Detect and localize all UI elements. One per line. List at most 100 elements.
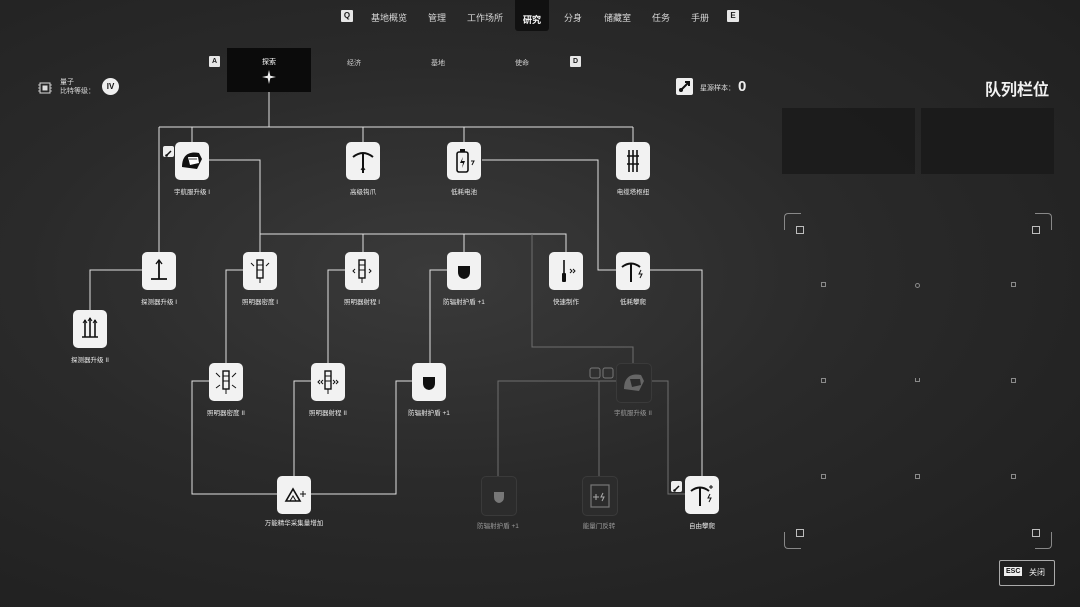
node-advanced-grapple[interactable] xyxy=(346,142,380,180)
grid-dot xyxy=(915,474,920,479)
subtab-mission[interactable]: 使命 xyxy=(515,60,529,67)
close-button[interactable]: ESC 关闭 xyxy=(999,560,1055,586)
grid-node xyxy=(796,226,804,234)
node-portal-inversion[interactable] xyxy=(582,476,618,516)
grid-node xyxy=(1032,226,1040,234)
node-label: 自由攀爬 xyxy=(689,523,715,530)
flare-gun-icon xyxy=(215,370,237,394)
node-label: 能量门反转 xyxy=(582,523,616,530)
flare-gun-icon xyxy=(352,259,372,283)
nav-next-key[interactable]: E xyxy=(727,10,739,22)
compass-star-icon xyxy=(262,70,276,84)
screwdriver-icon xyxy=(562,260,576,282)
node-essence-harvest[interactable] xyxy=(277,476,311,514)
node-radiation-shield-1[interactable] xyxy=(447,252,481,290)
node-flare-range-2[interactable] xyxy=(311,363,345,401)
node-flare-density-2[interactable] xyxy=(209,363,243,401)
pickaxe-icon xyxy=(621,262,643,282)
grid-dot xyxy=(915,283,920,288)
tab-research-label: 研究 xyxy=(522,15,541,25)
node-label: 照明器射程 II xyxy=(309,410,347,417)
queue-slot-1[interactable] xyxy=(782,108,915,174)
grid-dot xyxy=(1011,282,1016,287)
queue-slot-2[interactable] xyxy=(921,108,1054,174)
node-label: 快速制作 xyxy=(553,299,579,306)
grid-dot xyxy=(821,282,826,287)
pickaxe-icon xyxy=(352,152,374,173)
shield-icon xyxy=(423,377,435,390)
pylon-icon xyxy=(627,150,639,172)
subtab-economy[interactable]: 经济 xyxy=(347,60,361,67)
node-free-climb[interactable] xyxy=(685,476,719,514)
detector-icon xyxy=(82,317,98,338)
sample-badge-icon xyxy=(671,481,682,492)
close-label: 关闭 xyxy=(1029,568,1045,577)
node-detector-upgrade-1[interactable] xyxy=(142,252,176,290)
node-flare-density-1[interactable] xyxy=(243,252,277,290)
node-radiation-shield-3[interactable] xyxy=(481,476,517,516)
chip-icon xyxy=(38,82,52,94)
nav-prev-key[interactable]: Q xyxy=(341,10,353,22)
pickaxe-icon xyxy=(690,485,713,506)
node-flare-range-1[interactable] xyxy=(345,252,379,290)
flare-gun-icon xyxy=(317,370,339,394)
node-label: 探测器升级 II xyxy=(71,357,109,364)
grid-dot xyxy=(1011,474,1016,479)
grid-dot xyxy=(915,378,920,382)
tab-manual[interactable]: 手册 xyxy=(691,13,710,23)
sample-badge-icon xyxy=(163,146,174,157)
tab-clones[interactable]: 分身 xyxy=(564,13,583,23)
grid-dot xyxy=(1011,378,1016,383)
harvest-icon xyxy=(284,487,306,502)
tab-storage[interactable]: 储藏室 xyxy=(604,13,632,23)
tab-base-overview[interactable]: 基地概览 xyxy=(371,13,408,23)
grid-node xyxy=(796,529,804,537)
esc-key: ESC xyxy=(1004,567,1023,576)
node-suit-upgrade-1[interactable] xyxy=(175,142,209,180)
node-suit-upgrade-2[interactable] xyxy=(616,363,652,403)
node-cable-pylon-hub[interactable] xyxy=(616,142,650,180)
flare-gun-icon xyxy=(250,259,270,283)
tech-tree-lines xyxy=(89,92,703,495)
subtab-base[interactable]: 基地 xyxy=(431,60,445,67)
detector-icon xyxy=(151,258,167,280)
node-quick-craft[interactable] xyxy=(549,252,583,290)
top-nav: Q 基地概览 管理 工作场所 研究 分身 储藏室 任务 手册 E xyxy=(0,0,1080,34)
node-label: 电缆塔枢纽 xyxy=(616,189,650,196)
tab-workplace[interactable]: 工作场所 xyxy=(467,13,504,23)
tab-research[interactable]: 研究 xyxy=(515,0,549,31)
clone-grid xyxy=(784,213,1052,549)
node-label: 照明器密度 I xyxy=(241,299,279,306)
grid-node xyxy=(1032,529,1040,537)
sample-icon xyxy=(676,78,693,95)
grid-dot xyxy=(821,378,826,383)
node-low-power-climb[interactable] xyxy=(616,252,650,290)
node-label: 万能精华采集量增加 xyxy=(264,520,324,527)
helmet-icon xyxy=(624,374,644,391)
subtab-explore[interactable]: 探索 xyxy=(227,48,311,92)
node-label: 防辐射护盾 +1 xyxy=(443,299,485,306)
node-label: 探测器升级 I xyxy=(140,299,178,306)
tab-management[interactable]: 管理 xyxy=(428,13,447,23)
grid-dot xyxy=(821,474,826,479)
subtab-next-key[interactable]: D xyxy=(570,56,581,67)
quantum-level-badge: IV xyxy=(102,78,119,95)
star-sample-count: 0 xyxy=(738,78,747,95)
battery-icon xyxy=(456,149,475,173)
node-low-power-battery[interactable] xyxy=(447,142,481,180)
node-radiation-shield-2[interactable] xyxy=(412,363,446,401)
shield-icon xyxy=(458,266,470,279)
node-label: 低耗电池 xyxy=(451,189,477,196)
portal-icon xyxy=(590,484,610,508)
node-detector-upgrade-2[interactable] xyxy=(73,310,107,348)
tab-missions[interactable]: 任务 xyxy=(652,13,671,23)
node-label: 防辐射护盾 +1 xyxy=(477,523,519,530)
subtab-explore-label: 探索 xyxy=(262,59,276,66)
subtab-prev-key[interactable]: A xyxy=(209,56,220,67)
node-label: 低耗攀爬 xyxy=(620,299,646,306)
node-label: 防辐射护盾 +1 xyxy=(408,410,450,417)
queue-title: 队列栏位 xyxy=(985,82,1050,99)
node-label: 宇航服升级 II xyxy=(614,410,652,417)
node-label: 照明器密度 II xyxy=(207,410,245,417)
star-sample-label: 星源样本： xyxy=(700,85,735,92)
